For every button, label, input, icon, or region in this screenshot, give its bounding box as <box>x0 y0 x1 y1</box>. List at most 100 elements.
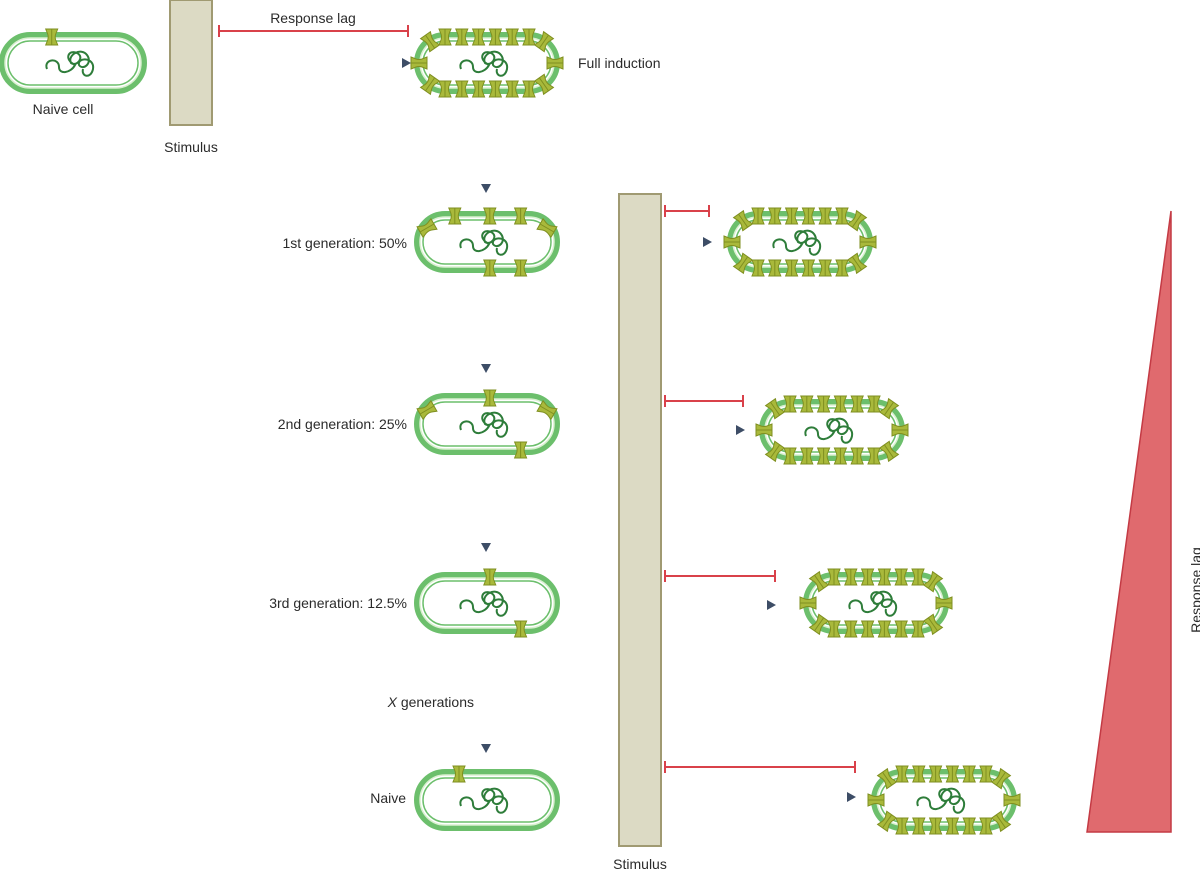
dna-coil <box>459 787 509 814</box>
lag-markers-layer <box>218 25 856 773</box>
membrane-protein <box>513 259 528 277</box>
membrane-protein <box>922 570 944 593</box>
membrane-protein <box>800 447 814 465</box>
membrane-protein <box>911 620 925 638</box>
arrow-gen1 <box>573 237 712 247</box>
x-variable: X <box>387 694 397 710</box>
membrane-protein <box>844 620 858 638</box>
dna-coil <box>459 411 509 438</box>
membrane-protein <box>833 395 848 413</box>
membrane-protein <box>483 568 497 586</box>
membrane-protein <box>801 259 816 277</box>
membrane-protein <box>912 817 926 835</box>
membrane-protein <box>979 817 993 835</box>
membrane-protein <box>419 73 441 96</box>
gen2-cell <box>414 389 560 459</box>
gen2-induced-cell <box>755 395 909 465</box>
membrane-protein <box>723 235 741 249</box>
membrane-protein <box>513 441 528 459</box>
membrane-protein <box>783 395 797 413</box>
membrane-protein <box>877 620 892 638</box>
membrane-protein <box>751 259 765 277</box>
arrow-naive-bottom <box>573 792 856 802</box>
arrow-down-1 <box>481 118 491 193</box>
response-lag-top-label: Response lag <box>270 10 356 26</box>
membrane-protein <box>891 423 909 437</box>
naive-induced-cell <box>867 765 1021 835</box>
membrane-protein <box>438 28 452 46</box>
membrane-protein <box>990 810 1012 833</box>
membrane-protein <box>483 207 497 225</box>
membrane-protein <box>895 817 909 835</box>
x-generations-text: generations <box>396 694 474 710</box>
membrane-protein <box>732 209 754 232</box>
gen1-induced-cell <box>723 207 877 277</box>
membrane-protein <box>732 252 754 275</box>
membrane-protein <box>911 568 925 586</box>
membrane-protein <box>945 817 960 835</box>
dna-coil <box>45 50 95 77</box>
membrane-protein <box>488 80 503 98</box>
membrane-protein <box>483 259 497 277</box>
membrane-protein <box>895 765 909 783</box>
full-induction-label: Full induction <box>578 55 661 71</box>
membrane-protein <box>962 765 976 783</box>
membrane-protein <box>755 423 773 437</box>
membrane-protein <box>894 620 908 638</box>
membrane-protein <box>808 613 830 636</box>
arrow-gen2 <box>573 425 745 435</box>
membrane-protein <box>945 765 960 783</box>
membrane-protein <box>488 28 503 46</box>
membrane-protein <box>471 28 486 46</box>
membrane-protein <box>522 80 536 98</box>
membrane-protein <box>928 765 943 783</box>
membrane-protein <box>513 207 528 225</box>
membrane-protein <box>876 810 898 833</box>
membrane-protein <box>816 447 831 465</box>
membrane-protein <box>844 568 858 586</box>
membrane-protein <box>784 207 799 225</box>
membrane-protein <box>546 56 564 70</box>
membrane-protein <box>800 395 814 413</box>
membrane-protein <box>894 568 908 586</box>
membrane-protein <box>827 568 841 586</box>
membrane-protein <box>833 447 848 465</box>
membrane-protein <box>533 73 555 96</box>
membrane-protein <box>846 252 868 275</box>
response-lag-side-label: Response lag <box>1188 547 1200 633</box>
membrane-protein <box>979 765 993 783</box>
membrane-protein <box>416 399 438 421</box>
membrane-protein <box>877 568 892 586</box>
membrane-protein <box>799 596 817 610</box>
membrane-protein <box>536 217 558 239</box>
membrane-protein <box>452 765 466 783</box>
naive-cell <box>0 28 147 94</box>
membrane-protein <box>783 447 797 465</box>
dna-coil <box>459 590 509 617</box>
membrane-protein <box>990 767 1012 790</box>
membrane-protein <box>859 235 877 249</box>
membrane-protein <box>860 568 875 586</box>
naive-label: Naive <box>370 790 406 806</box>
gen1-cell <box>414 207 560 277</box>
membrane-protein <box>784 259 799 277</box>
membrane-protein <box>505 80 519 98</box>
dna-coil <box>804 417 854 444</box>
membrane-protein <box>410 56 428 70</box>
arrow-down-3 <box>481 476 491 552</box>
lag-naive <box>664 761 856 773</box>
dna-coil <box>848 590 898 617</box>
membrane-protein <box>416 217 438 239</box>
membrane-protein <box>44 28 59 46</box>
membrane-protein <box>835 259 849 277</box>
stimulus-bar-main <box>618 193 662 847</box>
gen3-induced-cell <box>799 568 953 638</box>
membrane-protein <box>764 397 786 420</box>
membrane-protein <box>751 207 765 225</box>
membrane-protein <box>419 30 441 53</box>
membrane-protein <box>808 570 830 593</box>
membrane-protein <box>818 207 832 225</box>
membrane-protein <box>935 596 953 610</box>
cells-layer <box>0 28 1021 835</box>
